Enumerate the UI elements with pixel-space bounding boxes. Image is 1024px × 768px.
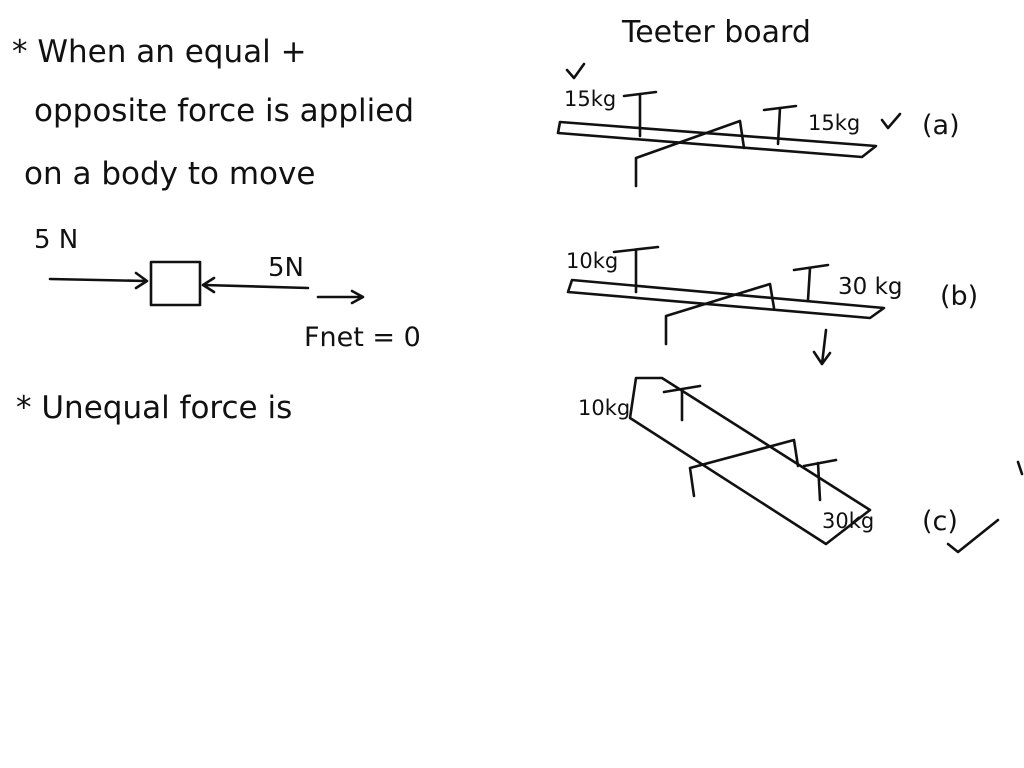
body-block [149, 260, 202, 307]
checkmark-icon [565, 62, 586, 80]
teeter-c-label: (c) [922, 506, 958, 537]
teeter-c-left-mass: 10kg [578, 396, 630, 420]
arrow-down-icon [812, 328, 832, 366]
right-force-arrow [201, 276, 310, 294]
teeter-b-label: (b) [940, 281, 978, 312]
teeter-board-a: 15kg 15kg (a) [556, 62, 960, 188]
note-line-3: on a body to move [24, 156, 315, 192]
net-force-label: Fnet = 0 [304, 322, 421, 353]
fulcrum-a [634, 119, 746, 188]
left-force-arrow [48, 271, 149, 290]
plank-c [628, 376, 872, 546]
fulcrum-b [664, 282, 776, 346]
weight-b-right [792, 263, 830, 302]
teeter-board-b: 10kg 30 kg (b) [566, 245, 978, 366]
weight-a-right [762, 104, 798, 146]
weight-c-right [802, 458, 838, 502]
weight-a-left [622, 90, 658, 138]
checkmark-icon [880, 112, 902, 130]
teeter-b-left-mass: 10kg [566, 249, 618, 273]
note-line-2: opposite force is applied [34, 93, 414, 129]
fulcrum-c [688, 438, 800, 498]
right-force-label: 5N [268, 253, 304, 283]
teeter-title: Teeter board [621, 15, 811, 50]
checkmark-icon [946, 518, 1000, 554]
force-diagram: 5 N 5N Fnet = 0 [34, 225, 421, 353]
weight-b-left [612, 245, 660, 294]
plank-a [556, 120, 878, 159]
teeter-a-left-mass: 15kg [564, 87, 616, 111]
stray-mark [1016, 460, 1024, 476]
teeter-board-c: 10kg 30kg (c) [578, 376, 1000, 554]
weight-c-left [662, 384, 702, 422]
left-force-label: 5 N [34, 225, 78, 255]
teeter-b-right-mass: 30 kg [838, 274, 903, 300]
teeter-c-right-mass: 30kg [822, 509, 874, 533]
note-line-4: * Unequal force is [16, 390, 292, 426]
note-line-1: * When an equal + [12, 34, 307, 70]
motion-arrow [316, 289, 365, 305]
teeter-a-right-mass: 15kg [808, 111, 860, 135]
plank-b [566, 278, 886, 320]
teeter-a-label: (a) [922, 110, 960, 141]
